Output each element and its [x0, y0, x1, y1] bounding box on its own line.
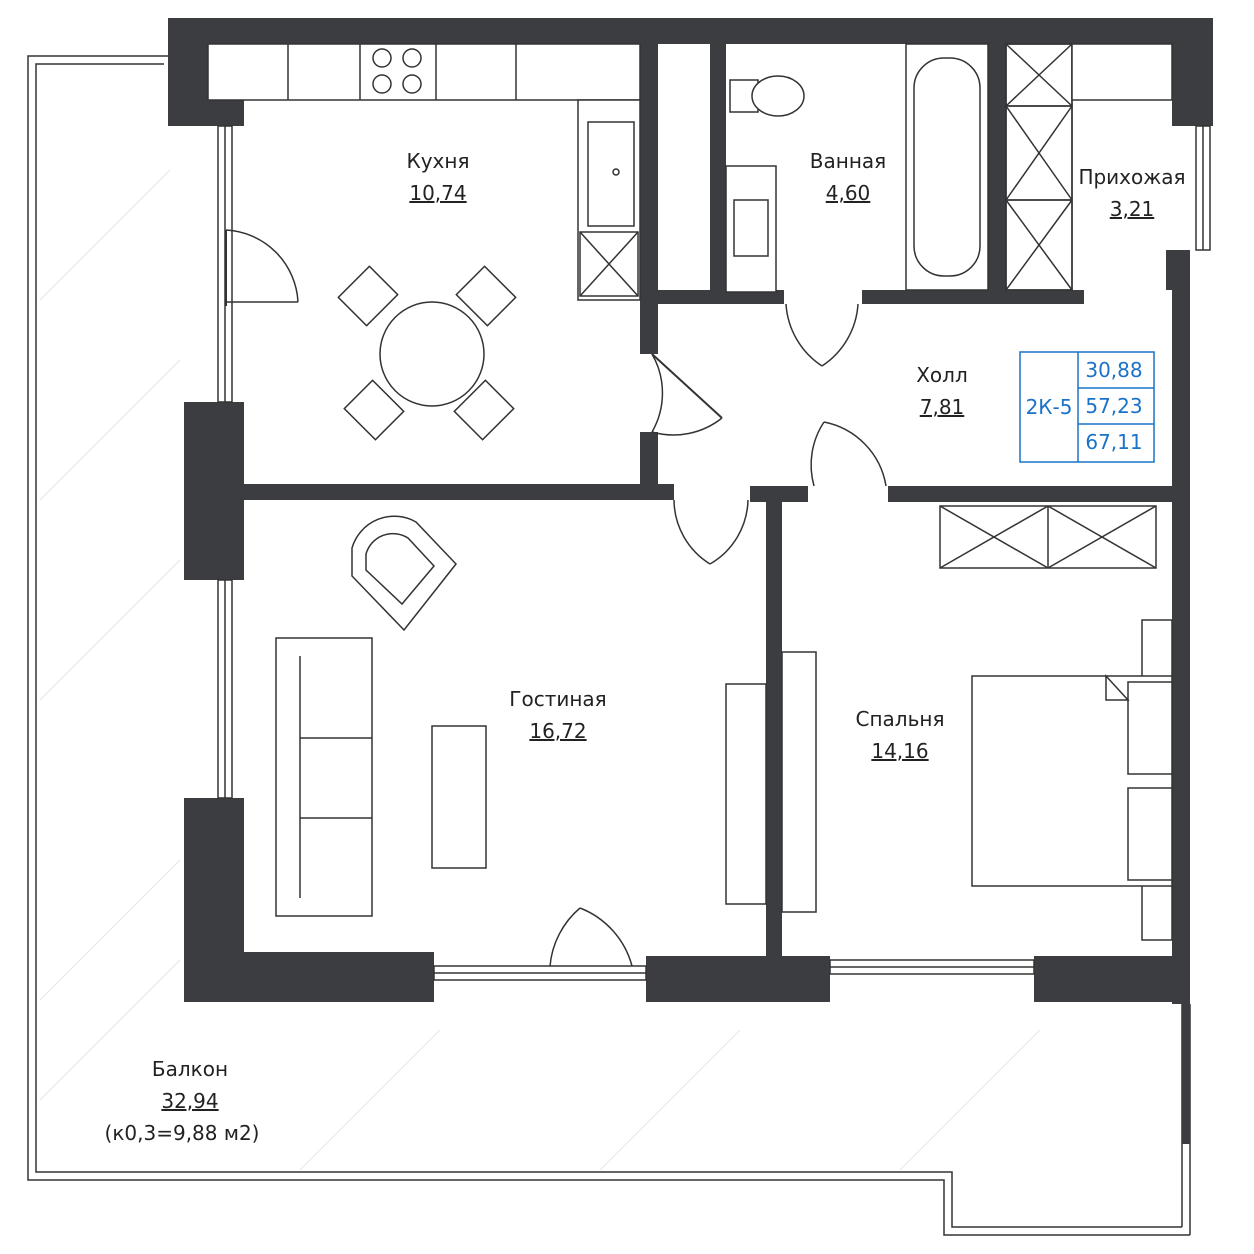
- doors: [225, 229, 887, 967]
- bedroom-name: Спальня: [856, 707, 945, 731]
- room-label-bedroom: Спальня 14,16: [856, 707, 945, 763]
- living-name: Гостиная: [509, 687, 606, 711]
- room-label-living: Гостиная 16,72: [509, 687, 606, 743]
- room-label-kitchen: Кухня 10,74: [407, 149, 470, 205]
- area-with-balcony-value: 67,11: [1085, 430, 1142, 454]
- kitchen-name: Кухня: [407, 149, 470, 173]
- living-area: 16,72: [529, 719, 586, 743]
- bathroom-area: 4,60: [826, 181, 871, 205]
- walls: [168, 18, 1213, 1144]
- chair: [453, 379, 515, 441]
- entrance-name: Прихожая: [1078, 165, 1185, 189]
- chair: [337, 265, 399, 327]
- living-area-value: 30,88: [1085, 358, 1142, 382]
- room-label-hall: Холл 7,81: [916, 363, 968, 419]
- bathroom-fixtures: [725, 43, 1173, 293]
- kitchen-furniture: [207, 43, 641, 441]
- entrance-area: 3,21: [1110, 197, 1155, 221]
- hall-name: Холл: [916, 363, 968, 387]
- chair: [343, 379, 405, 441]
- balcony-floor-pattern: [39, 169, 1041, 1171]
- balcony-area: 32,94: [161, 1089, 218, 1113]
- balcony-name: Балкон: [152, 1057, 228, 1081]
- bedroom-furniture: [939, 505, 1173, 941]
- room-label-entrance: Прихожая 3,21: [1078, 165, 1185, 221]
- hall-area: 7,81: [920, 395, 965, 419]
- chair: [455, 265, 517, 327]
- apartment-type: 2К-5: [1026, 395, 1073, 419]
- total-area-value: 57,23: [1085, 394, 1142, 418]
- room-label-balcony: Балкон 32,94 (к0,3=9,88 м2): [105, 1057, 260, 1145]
- bathroom-name: Ванная: [810, 149, 886, 173]
- living-furniture: [275, 515, 817, 917]
- balcony-coefficient-note: (к0,3=9,88 м2): [105, 1121, 260, 1145]
- kitchen-area: 10,74: [409, 181, 466, 205]
- room-label-bathroom: Ванная 4,60: [810, 149, 886, 205]
- bedroom-area: 14,16: [871, 739, 928, 763]
- area-summary-table: 2К-5 30,88 57,23 67,11: [1019, 351, 1155, 463]
